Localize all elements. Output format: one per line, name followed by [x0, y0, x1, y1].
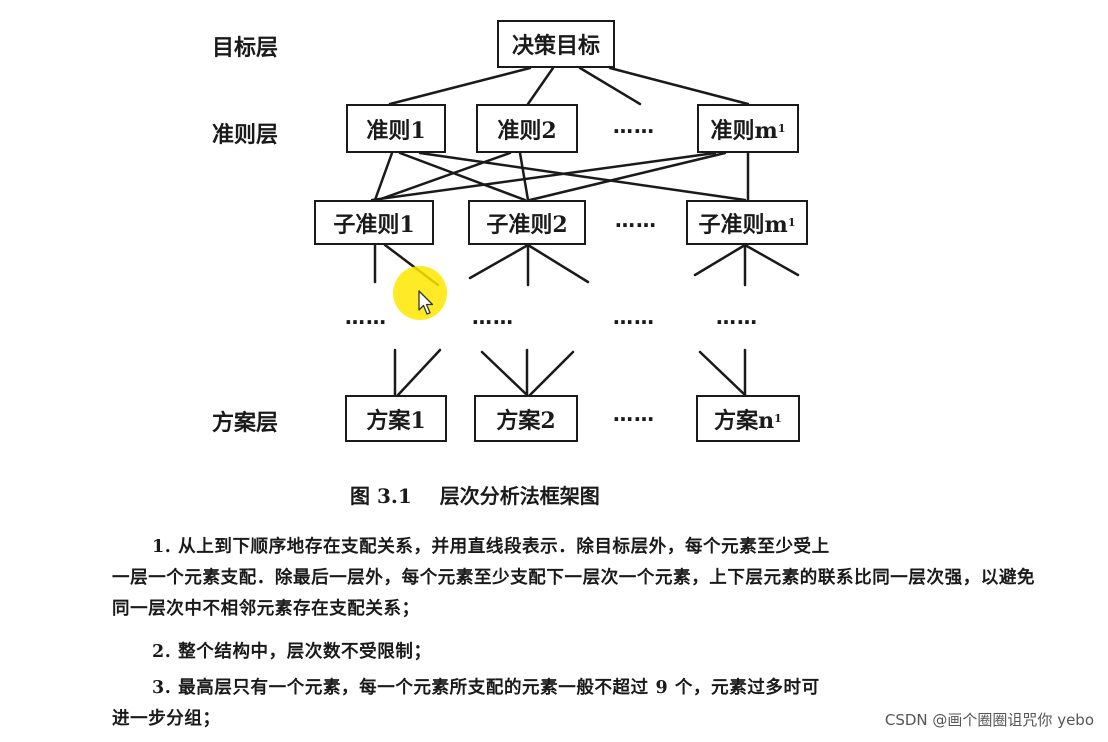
paragraph-3-first-line: 3. 最高层只有一个元素，每一个元素所支配的元素一般不超过 9 个，元素过多时可	[152, 678, 820, 698]
connector-c2-s1	[376, 151, 512, 202]
node-goal: 决策目标	[497, 20, 615, 68]
ellipsis-mid-4: ……	[716, 305, 758, 329]
watermark-text: CSDN @画个圈圈诅咒你 yebo	[884, 711, 1094, 729]
paragraph-2: 2. 整个结构中，层次数不受限制；	[112, 637, 1042, 668]
connector-cm-s1	[370, 151, 717, 202]
node-criterion-m-sub: 1	[777, 122, 786, 135]
connector-c1-s2	[398, 151, 527, 202]
connector-sm-down-a	[693, 243, 747, 277]
ellipsis-subcriteria: ……	[615, 208, 657, 232]
paragraph-3: 3. 最高层只有一个元素，每一个元素所支配的元素一般不超过 9 个，元素过多时可…	[112, 673, 1042, 735]
node-subcriterion-m-main: 子准则m	[698, 211, 788, 238]
connector-c1-s1	[373, 151, 394, 202]
node-alternative-1: 方案1	[345, 395, 447, 442]
node-alternative-n-sub: 1	[774, 412, 782, 425]
mouse-pointer-icon	[418, 290, 434, 315]
node-criterion-m-main: 准则m	[710, 117, 778, 144]
node-subcriterion-2: 子准则2	[468, 200, 586, 245]
connector-an-up-a	[698, 350, 747, 397]
ellipsis-mid-3: ……	[613, 305, 655, 329]
connector-s2-down-c	[526, 243, 590, 284]
layer-label-goal: 目标层	[212, 35, 279, 61]
node-criterion-1: 准则1	[346, 104, 446, 153]
paragraph-3-rest: 进一步分组；	[112, 709, 221, 729]
connector-sm-down-c	[743, 243, 800, 277]
paragraph-2-first-line: 2. 整个结构中，层次数不受限制；	[152, 642, 432, 662]
ellipsis-mid-2: ……	[472, 305, 514, 329]
ellipsis-criteria: ……	[613, 114, 655, 138]
connector-a2-up-a	[480, 350, 529, 397]
figure-number: 图 3.1	[350, 484, 412, 508]
connector-a2-up-c	[528, 350, 575, 397]
node-alternative-n-main: 方案n	[714, 407, 775, 434]
paragraph-1-first-line: 1. 从上到下顺序地存在支配关系，并用直线段表示．除目标层外，每个元素至少受上	[152, 537, 830, 557]
paragraph-1: 1. 从上到下顺序地存在支配关系，并用直线段表示．除目标层外，每个元素至少受上一…	[112, 532, 1042, 625]
ellipsis-mid-1: ……	[345, 305, 387, 329]
node-alternative-2: 方案2	[474, 395, 578, 442]
connector-goal-dots	[578, 66, 642, 106]
figure-title: 层次分析法框架图	[439, 484, 600, 508]
connector-goal-c1	[388, 66, 532, 106]
layer-label-alternatives: 方案层	[212, 410, 279, 436]
connector-cm-s2	[528, 151, 727, 202]
figure-caption: 图 3.1 层次分析法框架图	[350, 480, 600, 509]
connector-c1-sm	[418, 151, 747, 202]
node-criterion-2: 准则2	[476, 104, 578, 153]
node-subcriterion-1: 子准则1	[314, 200, 434, 245]
ellipsis-alternatives: ……	[613, 402, 655, 426]
layer-label-criteria: 准则层	[212, 122, 279, 148]
connector-a1-up-b	[396, 348, 442, 397]
connector-c2-s2	[518, 151, 530, 202]
node-subcriterion-m-sub: 1	[787, 216, 796, 229]
connector-goal-cm	[608, 66, 750, 106]
connector-goal-c2	[526, 66, 555, 106]
connector-s2-down-a	[468, 243, 530, 280]
paragraph-1-rest: 一层一个元素支配．除最后一层外，每个元素至少支配下一层次一个元素，上下层元素的联…	[112, 568, 1036, 619]
